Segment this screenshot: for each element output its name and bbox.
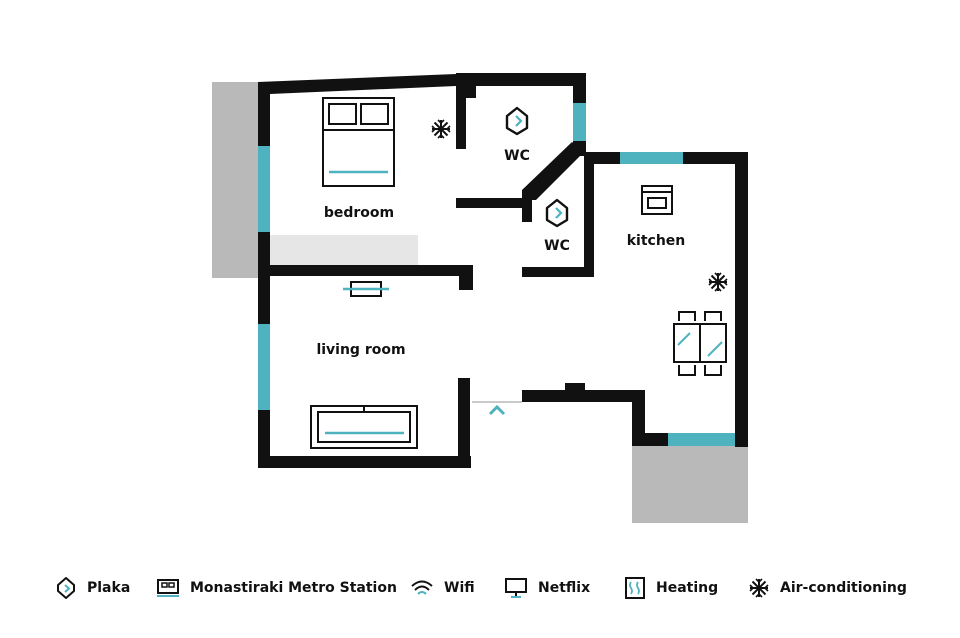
- tv-icon: [343, 281, 389, 297]
- legend: Plaka Monastiraki Metro Station Wifi Net…: [0, 572, 960, 604]
- legend-label: Netflix: [538, 580, 591, 596]
- corridor: [270, 235, 418, 267]
- location-pin-icon: [57, 577, 75, 599]
- legend-item-wifi: Wifi: [410, 572, 475, 604]
- legend-label: Monastiraki Metro Station: [190, 580, 397, 596]
- legend-label: Wifi: [444, 580, 475, 596]
- legend-item-metro: Monastiraki Metro Station: [156, 572, 397, 604]
- legend-label: Plaka: [87, 580, 131, 596]
- legend-label: Air-conditioning: [780, 580, 907, 596]
- bed-icon: [322, 97, 395, 187]
- monitor-icon: [505, 578, 527, 598]
- toilet-icon: [545, 198, 569, 228]
- metro-train-icon: [157, 579, 179, 597]
- room-label-bedroom: bedroom: [324, 205, 394, 221]
- windows: [258, 103, 735, 446]
- legend-item-plaka: Plaka: [55, 572, 130, 604]
- room-label-wc-lower: WC: [544, 238, 570, 254]
- radiator-icon: [625, 577, 645, 599]
- legend-item-netflix: Netflix: [504, 572, 590, 604]
- snowflake-icon: [749, 578, 769, 598]
- legend-item-heating: Heating: [624, 572, 718, 604]
- walls: [258, 73, 748, 468]
- room-label-kitchen: kitchen: [627, 233, 686, 249]
- dining-table-icon: [673, 311, 727, 376]
- oven-icon: [641, 185, 673, 215]
- snowflake-icon: [431, 119, 451, 139]
- snowflake-icon: [708, 272, 728, 292]
- legend-label: Heating: [656, 580, 719, 596]
- entrance-arrow-icon: [488, 404, 506, 416]
- room-label-living-room: living room: [316, 342, 405, 358]
- wifi-icon: [411, 580, 433, 595]
- balcony-right: [632, 446, 748, 523]
- room-label-wc-upper: WC: [504, 148, 530, 164]
- legend-item-air-conditioning: Air-conditioning: [748, 572, 907, 604]
- toilet-icon: [505, 106, 529, 136]
- sofa-icon: [310, 405, 418, 449]
- balcony-left: [212, 82, 258, 278]
